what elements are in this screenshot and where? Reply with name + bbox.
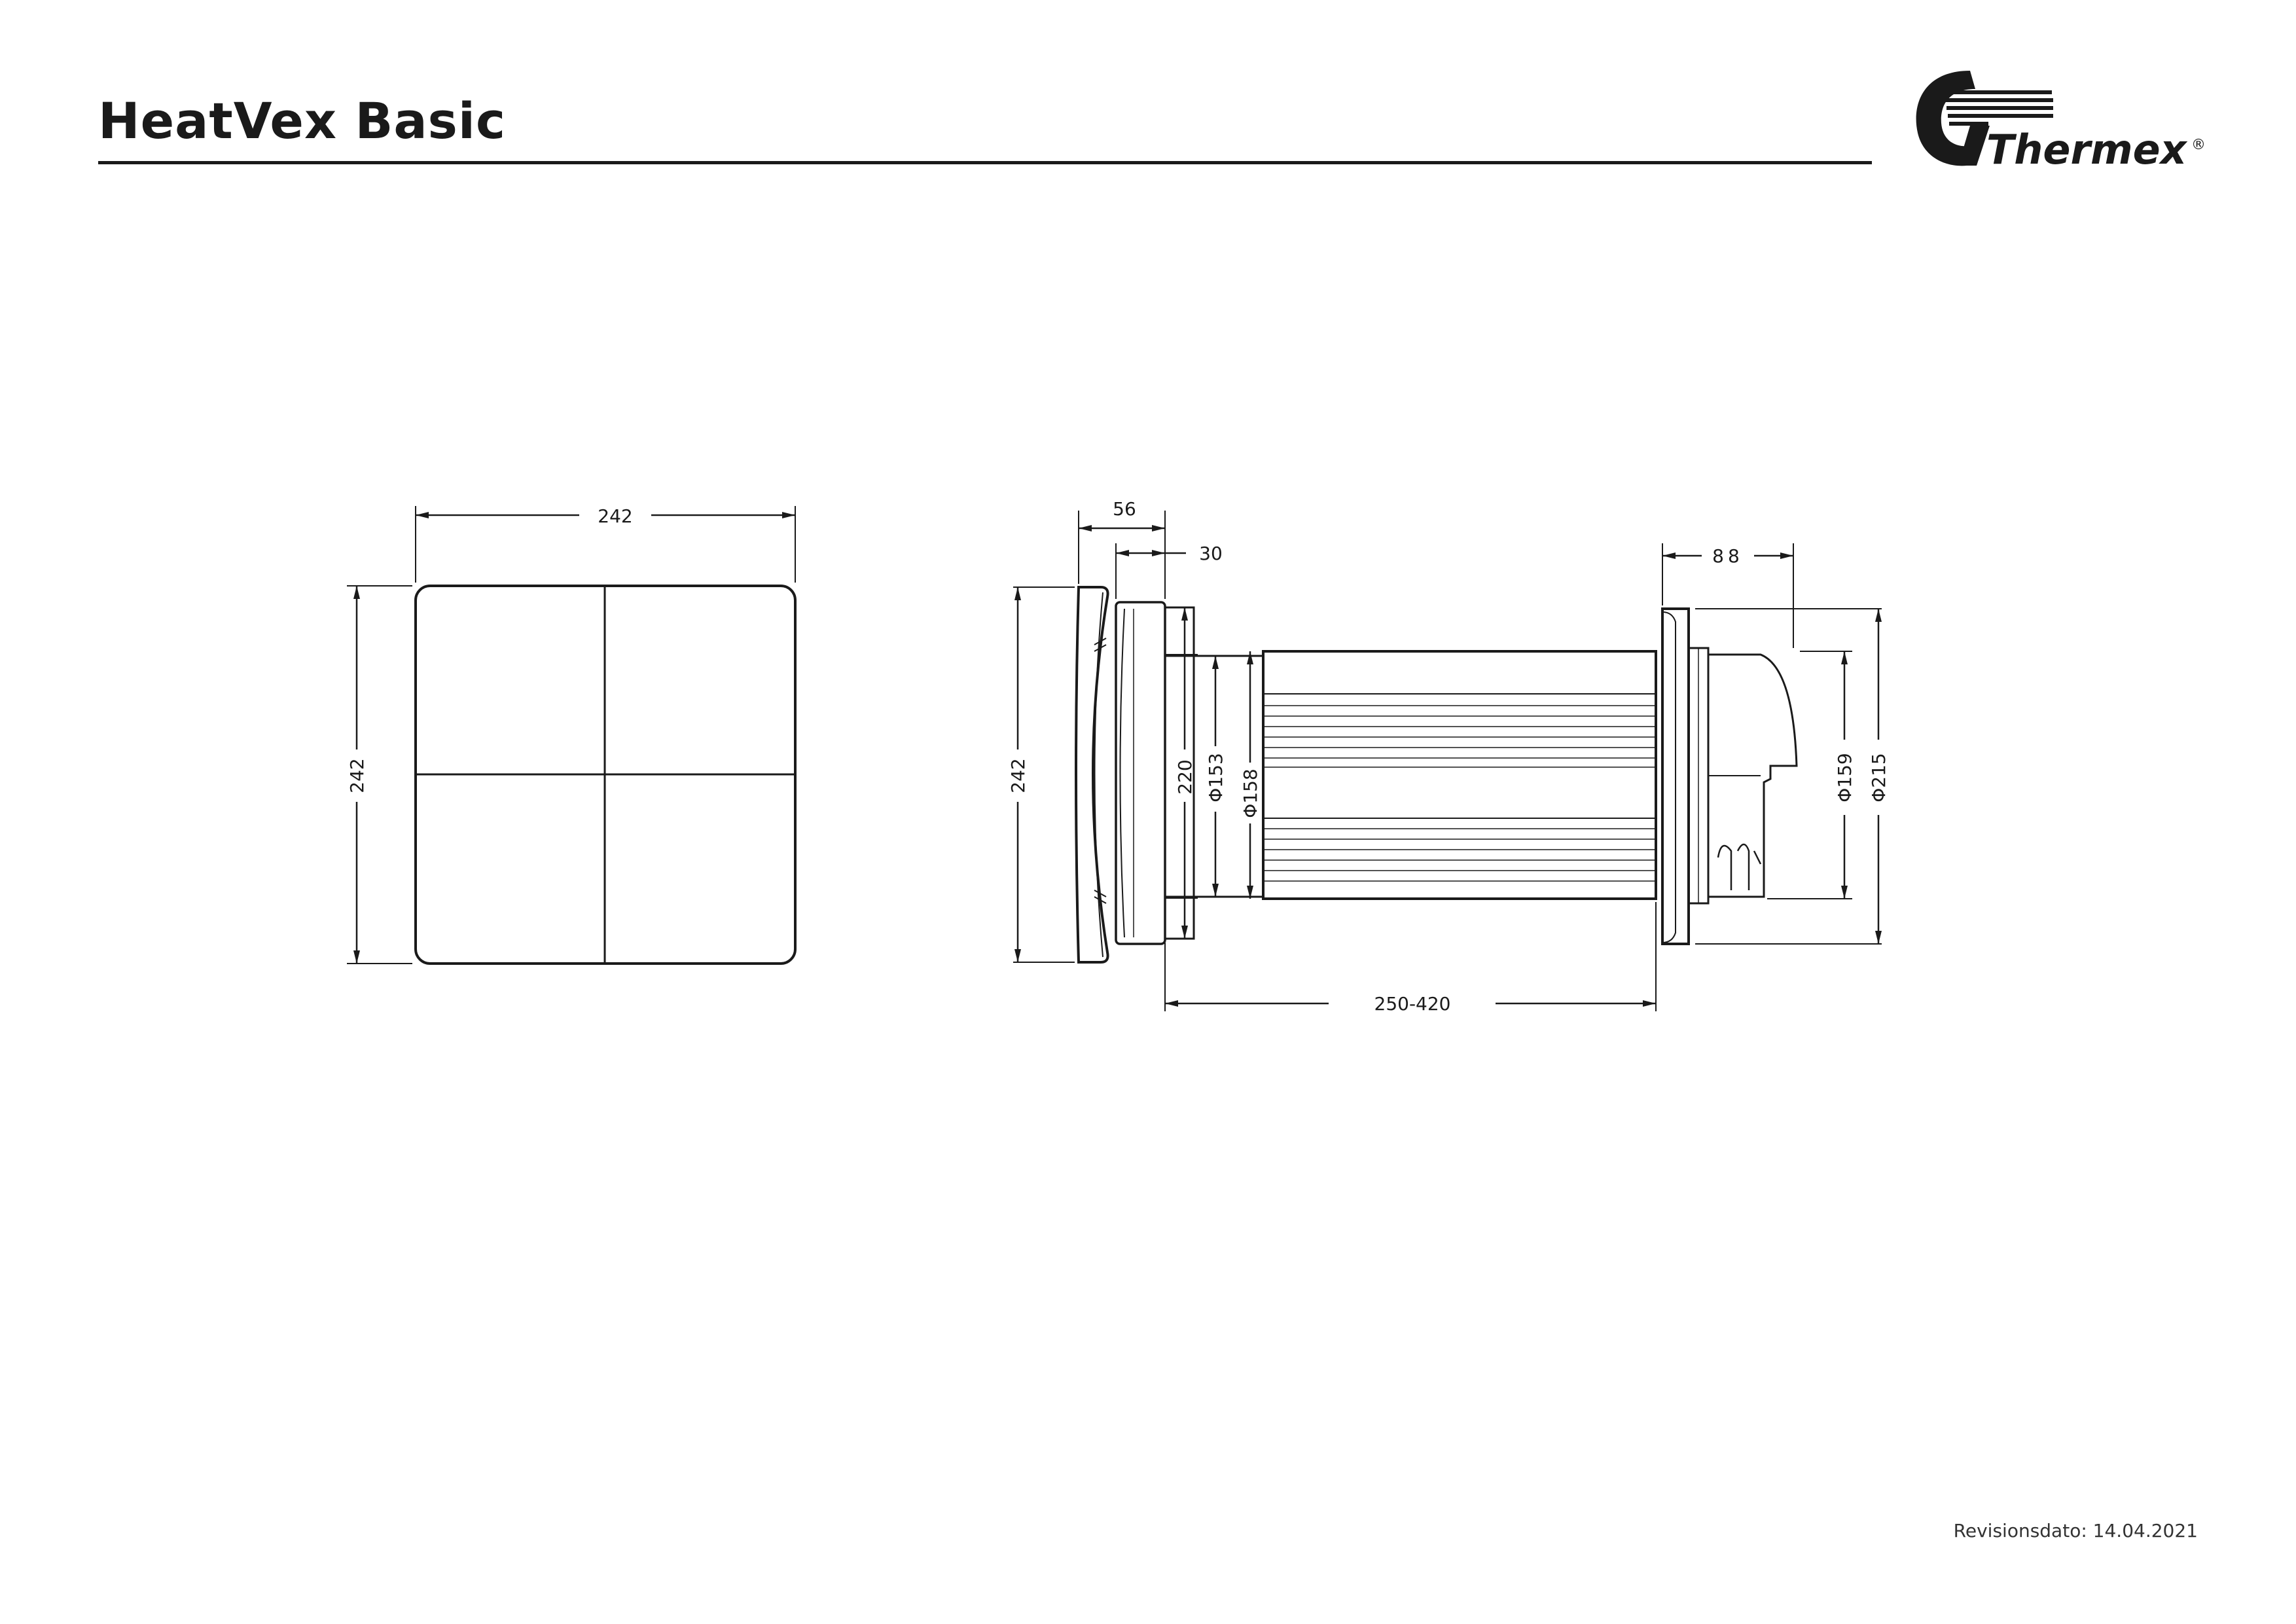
hood-inner-dia-label: Φ159 (1834, 753, 1856, 802)
plate-depth-label: 30 (1199, 543, 1223, 564)
side-cover (1075, 586, 1109, 964)
side-outer-hood (1661, 607, 1798, 945)
revision-label: Revisionsdato: (1953, 1520, 2087, 1542)
hood-depth-label: 88 (1712, 545, 1744, 567)
cover-depth-label: 56 (1113, 498, 1136, 520)
thermex-logo: Thermex ® (1916, 71, 2206, 173)
side-height-label: 242 (1007, 758, 1029, 793)
front-view (347, 506, 797, 965)
page-title: HeatVex Basic (98, 92, 507, 150)
front-height-label: 242 (346, 758, 368, 793)
front-width-label: 242 (598, 505, 632, 527)
logo-registered-mark: ® (2191, 137, 2206, 153)
tube-inner-dia-label: Φ153 (1205, 753, 1227, 802)
revision-date: 14.04.2021 (2092, 1520, 2198, 1542)
hood-outer-dia-label: Φ215 (1868, 753, 1890, 802)
logo-brand-text: Thermex (1986, 126, 2188, 173)
tube-length-label: 250-420 (1374, 993, 1451, 1015)
thermex-logo-icon (1916, 71, 2053, 166)
side-view (1013, 511, 1882, 1011)
side-mounting-plate (1115, 601, 1166, 945)
title-divider (98, 161, 1872, 164)
revision-footer: Revisionsdato: 14.04.2021 (1954, 1520, 2198, 1542)
side-tube (1262, 650, 1657, 900)
inner-height-label: 220 (1174, 759, 1196, 794)
tube-outer-dia-label: Φ158 (1240, 768, 1261, 818)
